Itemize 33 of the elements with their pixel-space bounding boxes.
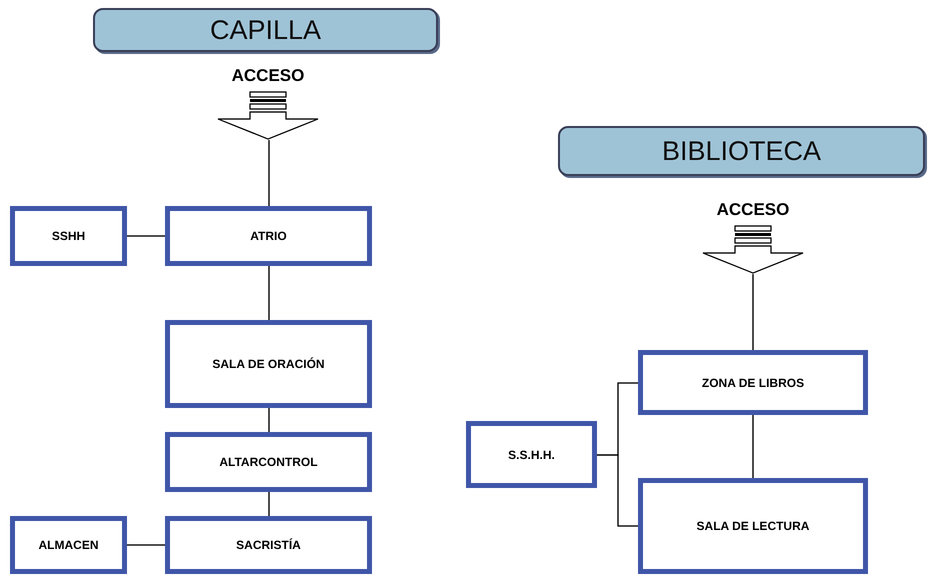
title-text: CAPILLA <box>210 14 322 46</box>
room-label: SACRISTÍA <box>236 538 301 552</box>
title-text: BIBLIOTECA <box>662 136 822 166</box>
room-label: S.S.H.H. <box>508 448 555 462</box>
connector-line <box>268 140 270 206</box>
access-label: ACCESO <box>232 66 304 86</box>
room-label: ALTARCONTROL <box>219 455 318 469</box>
room-box <box>165 516 372 574</box>
connector-line <box>127 544 165 546</box>
room-label: ATRIO <box>250 229 287 243</box>
connector-line <box>127 235 165 237</box>
room-box <box>165 432 372 492</box>
room-box <box>638 478 868 574</box>
room-label: SALA DE ORACIÓN <box>212 357 325 371</box>
room-box <box>10 206 127 266</box>
room-box <box>638 350 868 415</box>
connector-line <box>268 492 270 516</box>
connector-line <box>597 454 638 527</box>
connector-line <box>752 415 754 478</box>
room-box <box>165 320 372 408</box>
room-box <box>466 421 597 488</box>
access-label: ACCESO <box>716 200 790 220</box>
room-box <box>10 516 127 574</box>
room-label: SALA DE LECTURA <box>696 519 810 533</box>
room-label: SSHH <box>52 229 86 243</box>
room-label: ALMACEN <box>38 538 98 552</box>
connector-line <box>752 274 754 350</box>
room-box <box>165 206 372 266</box>
room-label: ZONA DE LIBROS <box>702 376 804 390</box>
title-banner <box>558 126 925 176</box>
connector-line <box>268 408 270 432</box>
connector-line <box>268 266 270 320</box>
title-banner <box>93 8 438 52</box>
